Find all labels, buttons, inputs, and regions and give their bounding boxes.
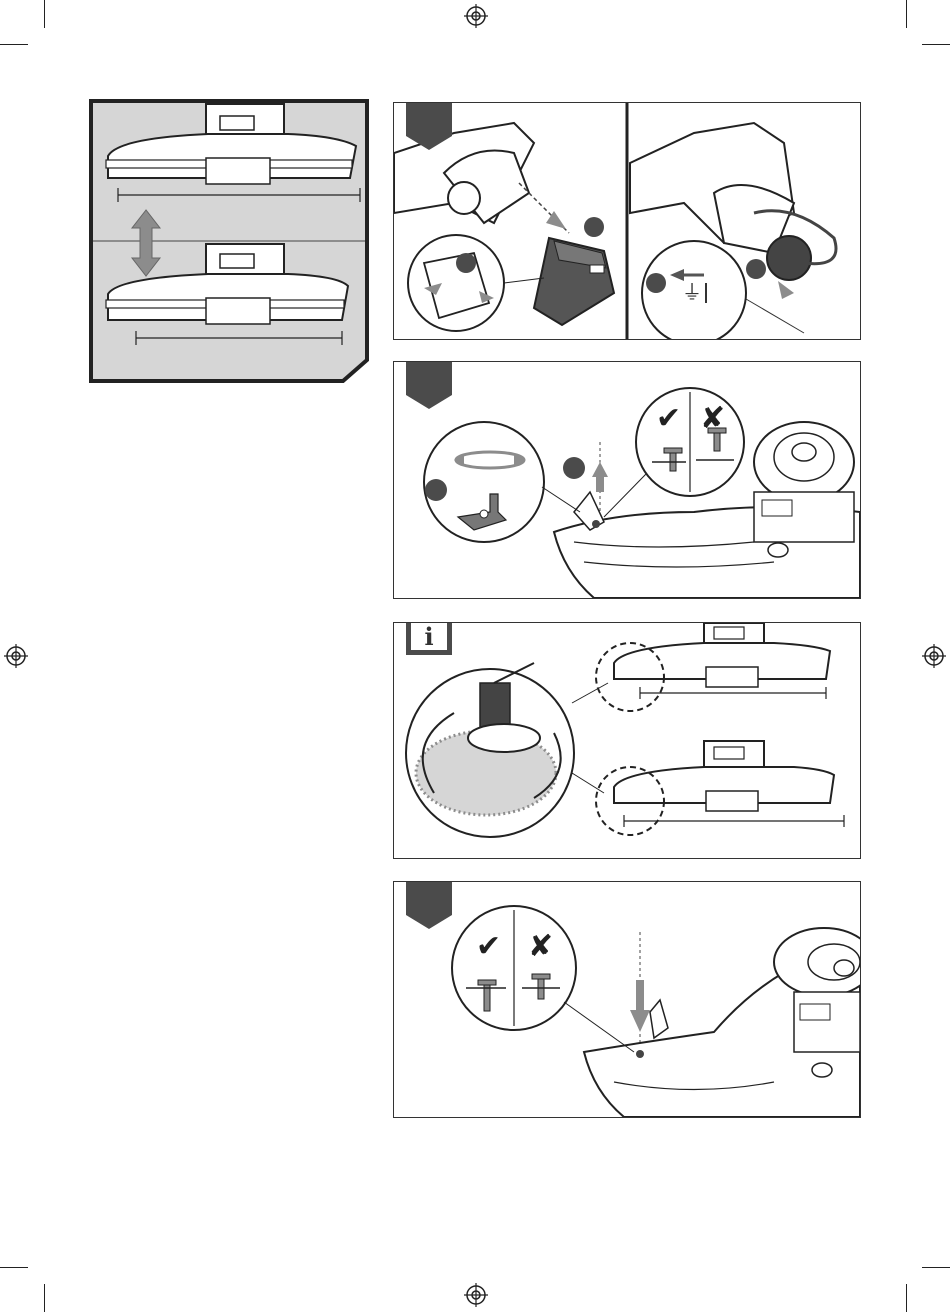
guard-width-panel	[88, 98, 370, 384]
step-panel-screw-removal: ✔ ✘	[393, 361, 861, 599]
screw-tab-illustration	[563, 442, 608, 530]
crop-mark-tl-h	[0, 44, 28, 45]
guard-rotation-detail-circle	[406, 663, 608, 837]
crop-mark-tr-h	[922, 44, 950, 45]
crop-mark-br-v	[906, 1284, 907, 1312]
crop-mark-br-h	[922, 1267, 950, 1268]
registration-mark-top	[464, 4, 488, 28]
step-tag-1	[406, 102, 452, 136]
step-tag-2	[406, 361, 452, 395]
battery-pack-illustration	[534, 238, 614, 325]
plug-icon: ⏚	[682, 280, 702, 304]
registration-mark-bottom	[464, 1283, 488, 1307]
registration-mark-right	[922, 644, 946, 668]
step-tag-4	[406, 881, 452, 915]
screw-rotation-detail-circle	[424, 422, 580, 542]
crop-mark-tl-v	[44, 0, 45, 28]
step-panel-guard-info: i	[393, 622, 861, 859]
correct-incorrect-screw-detail-circle: ✔ ✘	[604, 388, 744, 517]
registration-mark-left	[4, 644, 28, 668]
correct-incorrect-screw-detail-circle-refit: ✔ ✘	[452, 906, 634, 1052]
battery-release-detail-circle	[408, 235, 544, 331]
guard-wide-side-view	[596, 623, 830, 711]
cross-icon: ✘	[528, 929, 553, 964]
guard-narrow-side-view	[596, 741, 844, 835]
step-number-badge	[584, 217, 604, 237]
step-panel-screw-refit: ✔ ✘	[393, 881, 861, 1118]
info-icon: i	[406, 622, 452, 655]
guard-and-spool-illustration-refit	[584, 928, 860, 1117]
crop-mark-bl-v	[44, 1284, 45, 1312]
crop-mark-tr-v	[906, 0, 907, 28]
check-icon: ✔	[656, 401, 681, 436]
check-icon: ✔	[476, 929, 501, 964]
step-panel-battery-removal: ⏚	[393, 102, 861, 340]
crop-mark-bl-h	[0, 1267, 28, 1268]
